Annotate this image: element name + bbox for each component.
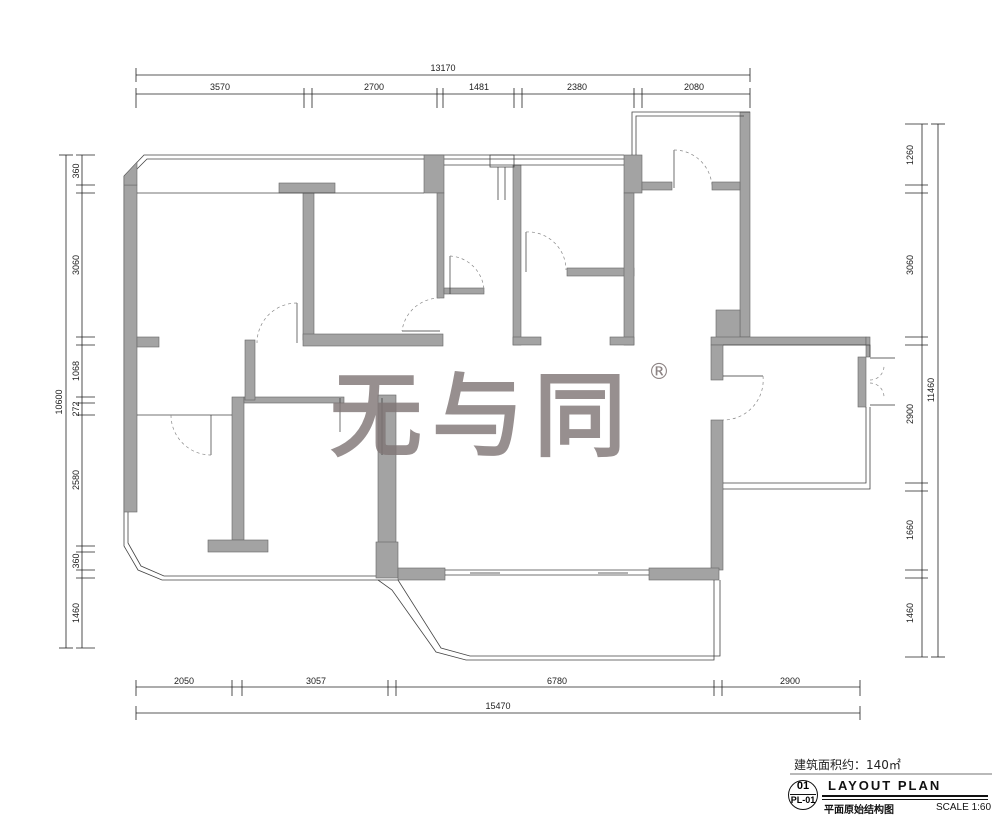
dim-bottom-3: 6780 xyxy=(547,676,567,686)
title-block: 01 PL-01 LAYOUT PLAN 平面原始结构图 SCALE 1:60 xyxy=(788,778,993,818)
dim-left-3: 1068 xyxy=(71,361,81,381)
watermark-logo: 无与同 ® xyxy=(330,360,670,472)
dimension-lines xyxy=(59,68,945,720)
walls xyxy=(123,111,871,661)
dim-bottom-2: 3057 xyxy=(306,676,326,686)
dim-left-total: 10600 xyxy=(54,389,64,414)
doors xyxy=(170,149,895,574)
dim-top-3: 1481 xyxy=(469,82,489,92)
dim-top-5: 2080 xyxy=(684,82,704,92)
dim-right-total: 11460 xyxy=(926,378,936,402)
dim-bottom-total: 15470 xyxy=(485,701,510,711)
drawing-number-circle xyxy=(788,780,818,810)
drawing-subtitle: 平面原始结构图 xyxy=(824,805,894,816)
dim-right-5: 1460 xyxy=(905,603,915,623)
registered-mark: ® xyxy=(648,360,670,385)
dim-top-total: 13170 xyxy=(430,63,455,73)
drawing-scale: SCALE 1:60 xyxy=(936,802,992,813)
watermark-text: 无与同 xyxy=(330,363,637,470)
dim-left-6: 360 xyxy=(71,553,81,568)
dim-right-3: 2900 xyxy=(905,404,915,424)
dim-left-1: 360 xyxy=(71,163,81,178)
drawing-number: 01 xyxy=(796,780,810,792)
title-underline-thin xyxy=(822,799,988,800)
area-note: 建筑面积约：140㎡ xyxy=(794,758,901,772)
circle-divider xyxy=(790,794,816,795)
sheet-code: PL-01 xyxy=(790,795,816,805)
dim-bottom-1: 2050 xyxy=(174,676,194,686)
dim-right-2: 3060 xyxy=(905,255,915,275)
dim-top-2: 2700 xyxy=(364,82,384,92)
dim-left-7: 1460 xyxy=(71,603,81,623)
dim-right-4: 1660 xyxy=(905,520,915,540)
dim-left-5: 2580 xyxy=(71,470,81,490)
dim-left-2: 3060 xyxy=(71,255,81,275)
dim-top-4: 2380 xyxy=(567,82,587,92)
dim-bottom-4: 2900 xyxy=(780,676,800,686)
dim-left-4: 272 xyxy=(71,401,81,416)
drawing-title: LAYOUT PLAN xyxy=(828,778,942,793)
dimension-labels: 13170 3570 2700 1481 2380 2080 2050 3057… xyxy=(54,63,936,711)
dim-right-1: 1260 xyxy=(905,145,915,165)
dim-top-1: 3570 xyxy=(210,82,230,92)
title-underline-thick xyxy=(822,795,988,797)
